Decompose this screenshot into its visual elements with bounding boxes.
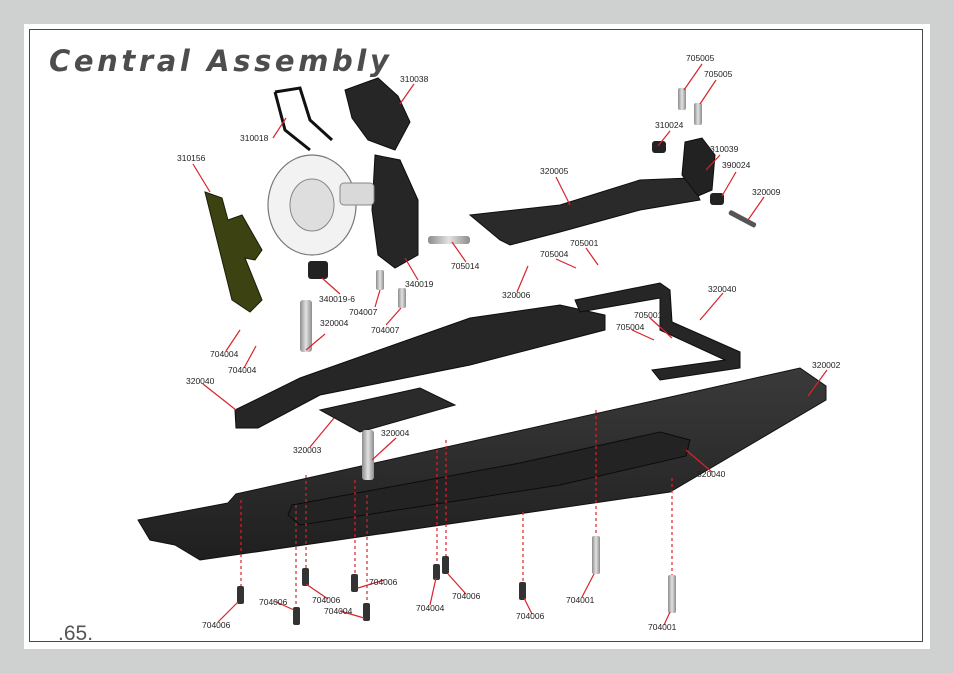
- screw-704001-b: [668, 575, 676, 613]
- callout-label: 704004: [228, 365, 257, 375]
- chassis-side-rail: [287, 431, 691, 526]
- callout-label: 320005: [540, 166, 569, 176]
- side-bracket: [204, 191, 263, 313]
- lower-screws: [237, 556, 526, 625]
- bushing-340019-6: [308, 261, 328, 279]
- callout-label: 320002: [812, 360, 841, 370]
- callout-label: 705005: [704, 69, 733, 79]
- callout-label: 340019: [405, 279, 434, 289]
- callout-label: 320004: [320, 318, 349, 328]
- callout-label: 320003: [293, 445, 322, 455]
- callout-label: 704006: [312, 595, 341, 605]
- callout-label: 320009: [752, 187, 781, 197]
- callout-label: 705001: [634, 310, 663, 320]
- post-705014: [428, 236, 470, 244]
- callout-label: 340019-6: [319, 294, 355, 304]
- callout-label: 310156: [177, 153, 206, 163]
- callout-label: 390024: [722, 160, 751, 170]
- callout-leaders: [192, 63, 828, 626]
- callout-label: 704004: [210, 349, 239, 359]
- callout-label: 705005: [686, 53, 715, 63]
- callout-label: 310039: [710, 144, 739, 154]
- diff-housing: [339, 182, 375, 206]
- callout-label: 310024: [655, 120, 684, 130]
- screw-705005-b: [694, 103, 702, 125]
- callout-label: 704004: [324, 606, 353, 616]
- callout-label: 310018: [240, 133, 269, 143]
- callout-label: 320004: [381, 428, 410, 438]
- page-title: Central Assembly: [49, 44, 393, 78]
- callout-label: 320040: [708, 284, 737, 294]
- screw-704007-a: [376, 270, 384, 290]
- diff-mount: [371, 154, 419, 269]
- callout-label: 704007: [371, 325, 400, 335]
- callout-label: 704006: [369, 577, 398, 587]
- alignment-lines: [240, 410, 673, 605]
- callout-label: 704007: [349, 307, 378, 317]
- callout-label: 705004: [540, 249, 569, 259]
- callout-label: 704006: [452, 591, 481, 601]
- screw-704007-b: [398, 288, 406, 308]
- callout-label: 704006: [202, 620, 231, 630]
- callout-label: 704001: [648, 622, 677, 632]
- callout-label: 704001: [566, 595, 595, 605]
- screw-705005-a: [678, 88, 686, 110]
- page-number: .65.: [58, 622, 94, 645]
- main-side-frame: [234, 304, 606, 429]
- pin-320009: [728, 210, 757, 228]
- callout-label: 320006: [502, 290, 531, 300]
- callout-label: 704004: [416, 603, 445, 613]
- bushing-310024: [652, 141, 666, 153]
- spur-gear-hub: [289, 178, 335, 232]
- callout-label: 704006: [259, 597, 288, 607]
- screw-704001-a: [592, 536, 600, 574]
- callout-label: 320040: [697, 469, 726, 479]
- upper-rear-frame: [574, 282, 741, 381]
- callout-label: 704006: [516, 611, 545, 621]
- bushing-390024: [710, 193, 724, 205]
- callout-label: 705004: [616, 322, 645, 332]
- callout-label: 705001: [570, 238, 599, 248]
- callout-label: 320040: [186, 376, 215, 386]
- callout-label: 705014: [451, 261, 480, 271]
- post-320004-lower: [362, 430, 374, 480]
- top-brace: [468, 177, 701, 246]
- part-labels: 705005 705005 310038 310018 310156 31002…: [177, 53, 841, 632]
- callout-label: 310038: [400, 74, 429, 84]
- post-320004-upper: [300, 300, 312, 352]
- body-mount-wire: [273, 86, 334, 152]
- top-diff-mount: [344, 77, 411, 151]
- battery-tray-plate: [318, 387, 457, 433]
- page-border: [29, 29, 923, 642]
- servo-saver: [681, 137, 716, 197]
